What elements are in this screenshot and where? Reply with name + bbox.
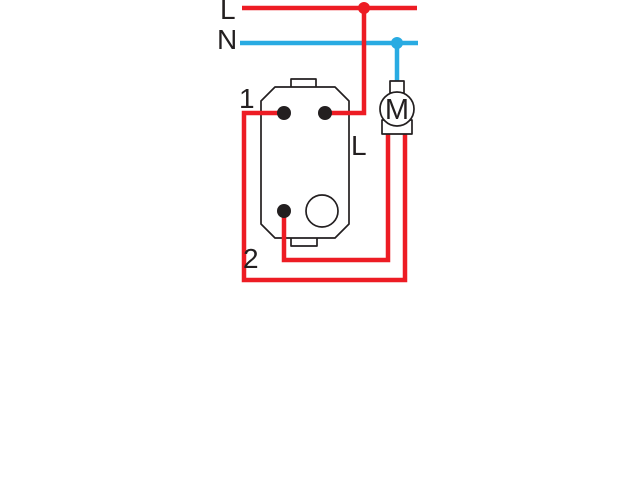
terminal-1-dot	[277, 106, 291, 120]
neutral-junction-dot	[391, 37, 403, 49]
switch-device	[260, 78, 350, 247]
live-feed-wire	[325, 8, 367, 116]
terminal2-motor-wire	[281, 130, 391, 263]
terminal1-loop-wire	[241, 110, 408, 283]
motor-circle	[379, 91, 415, 127]
motor-label: M	[385, 94, 409, 126]
label-neutral-line: N	[217, 24, 237, 55]
label-terminal-2: 2	[243, 243, 259, 274]
rotary-knob	[305, 194, 339, 228]
motor-symbol: M	[379, 80, 415, 135]
label-terminal-l: L	[351, 130, 367, 161]
label-terminal-1: 1	[239, 83, 255, 114]
terminal-l-dot	[318, 106, 332, 120]
label-live-line: L	[220, 0, 236, 25]
terminal-2-dot	[277, 204, 291, 218]
live-junction-dot	[358, 2, 370, 14]
